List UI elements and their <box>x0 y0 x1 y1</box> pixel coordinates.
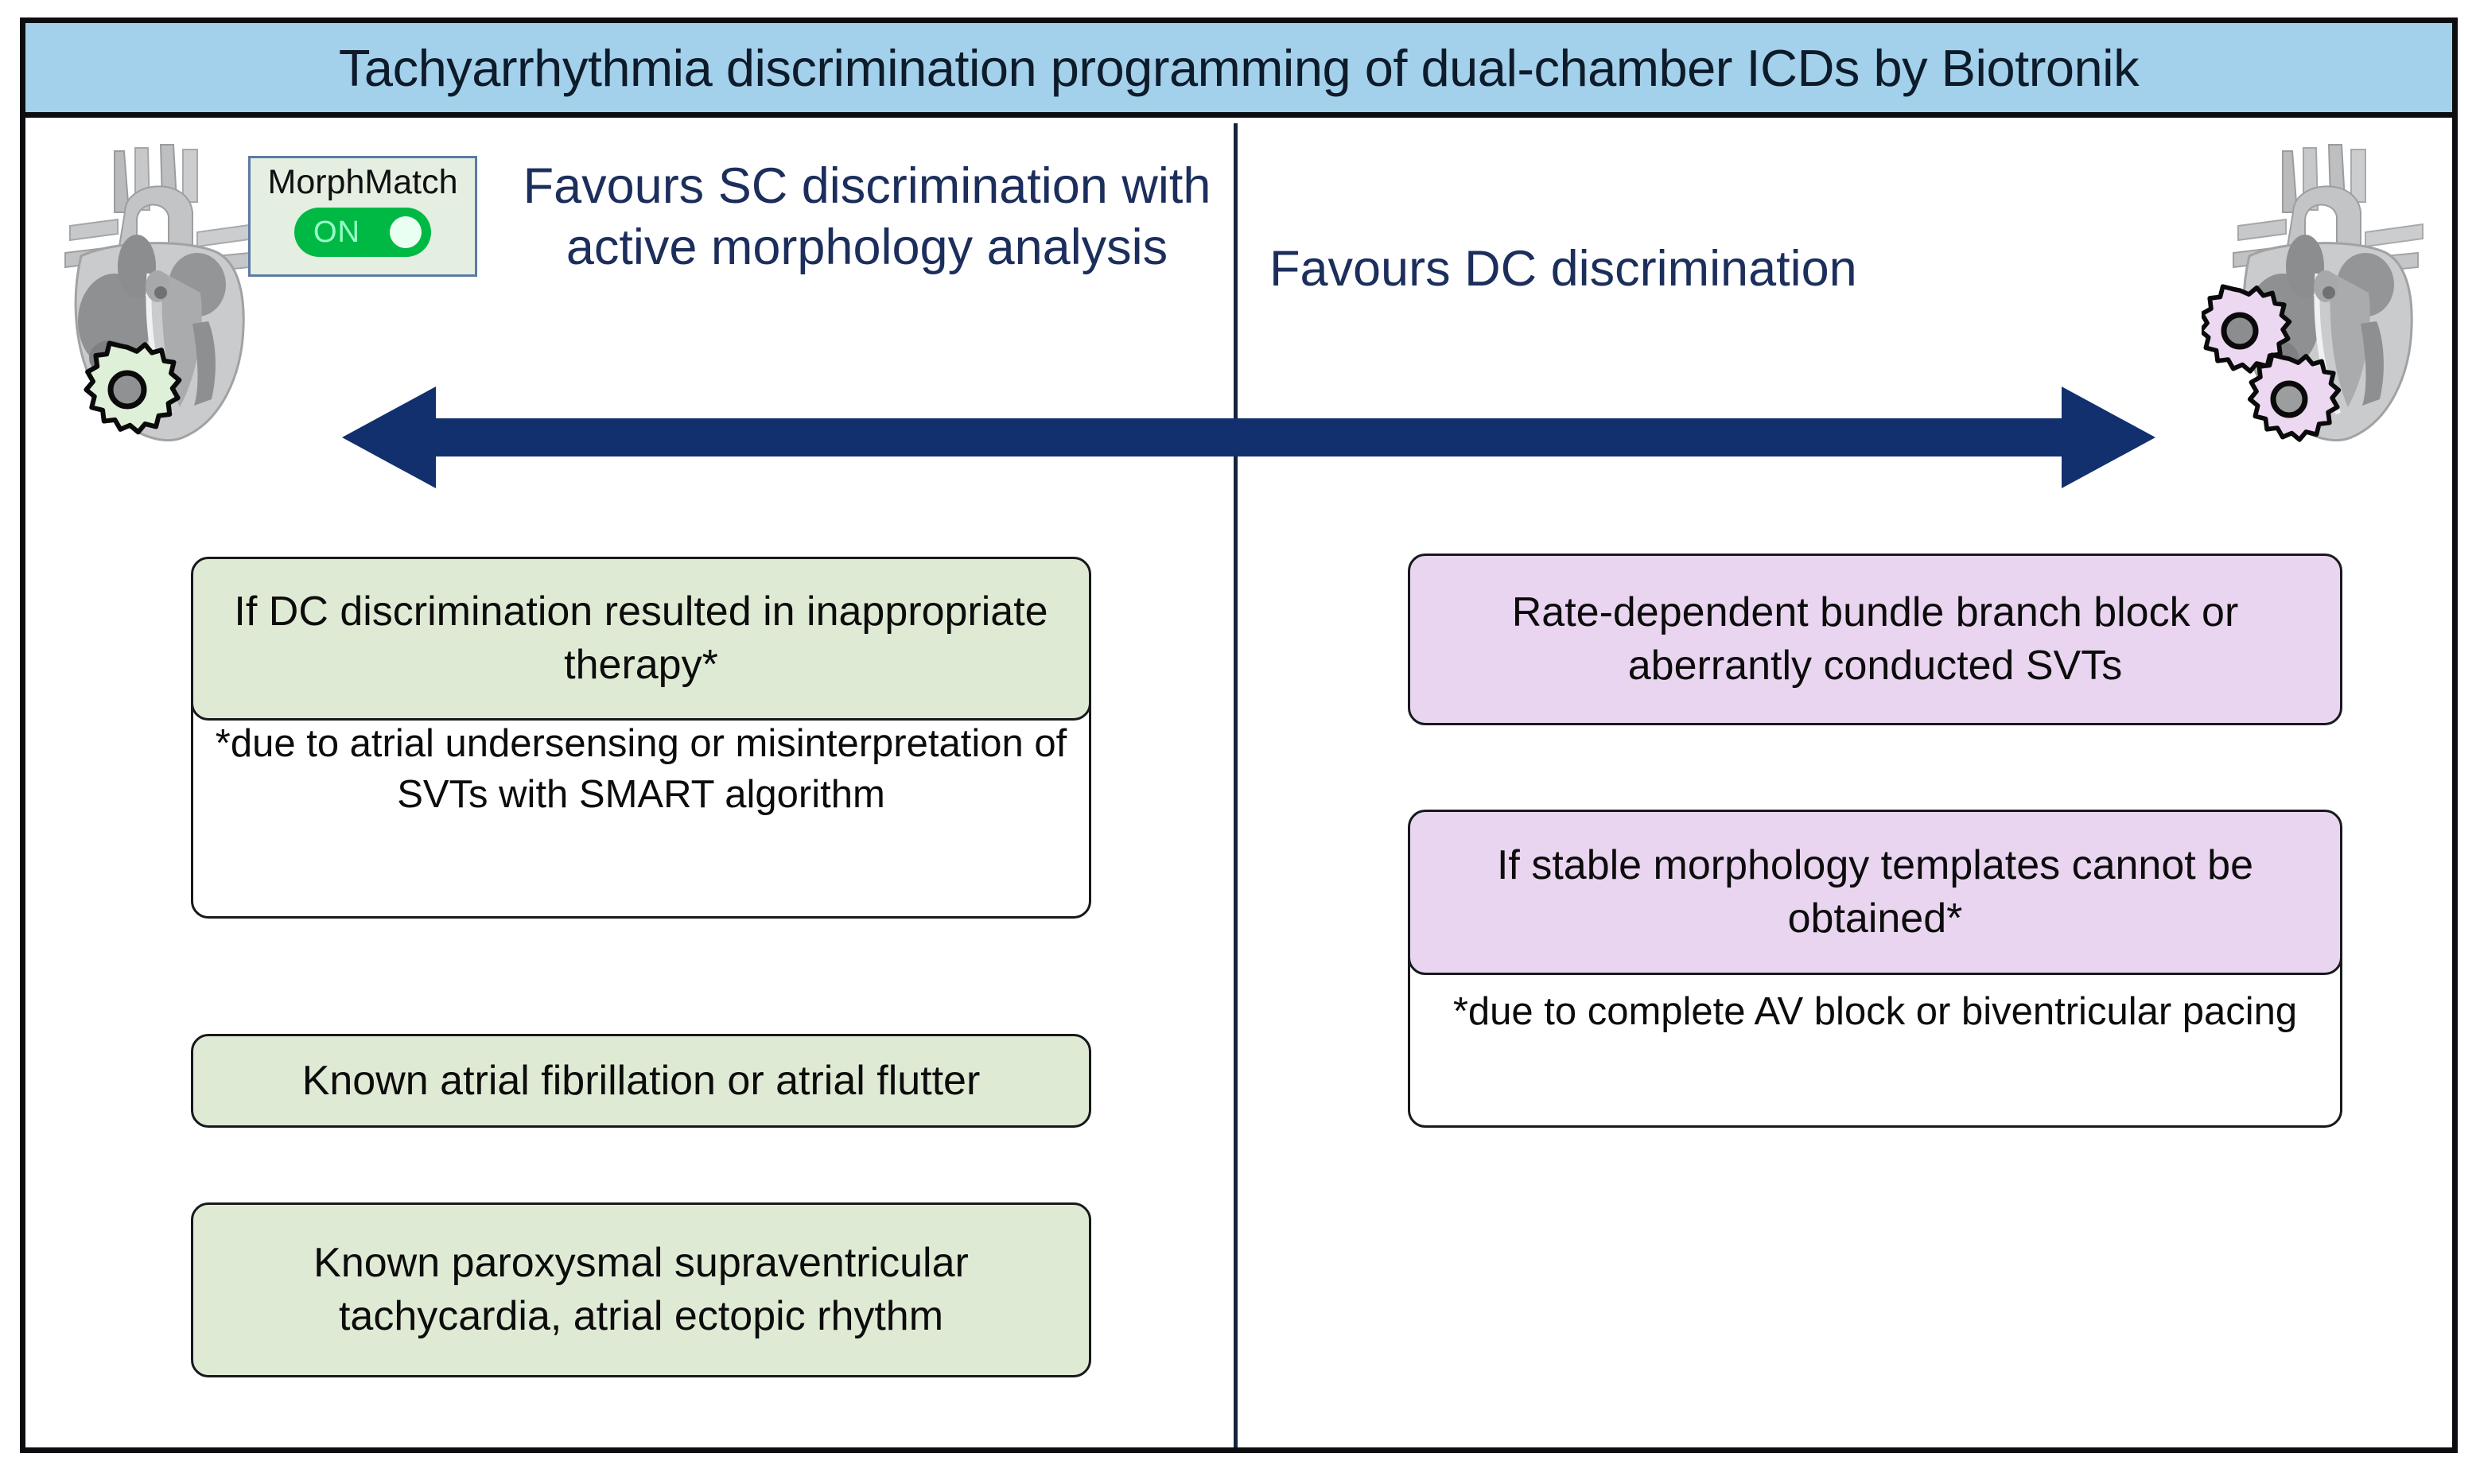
toggle-knob[interactable] <box>390 216 422 249</box>
gear-icon <box>2247 352 2342 442</box>
gear-icon <box>2202 284 2292 374</box>
right-axis-heading: Favours DC discrimination <box>1269 241 1857 297</box>
column-divider <box>1234 123 1238 1447</box>
left-item-1[interactable]: If DC discrimination resulted in inappro… <box>191 557 1091 721</box>
gear-icon <box>84 340 182 435</box>
left-item-3[interactable]: Known paroxysmal supraventricular tachyc… <box>191 1202 1091 1377</box>
right-item-1-label: Rate-dependent bundle branch block or ab… <box>1511 589 2239 689</box>
right-item-2-label: If stable morphology templates cannot be… <box>1496 842 2253 942</box>
right-item-1[interactable]: Rate-dependent bundle branch block or ab… <box>1408 554 2342 725</box>
header-band: Tachyarrhythmia discrimination programmi… <box>25 23 2452 118</box>
left-axis-heading: Favours SC discrimination with active mo… <box>523 158 1211 275</box>
left-item-1-label: If DC discrimination resulted in inappro… <box>234 589 1048 688</box>
morphmatch-panel[interactable]: MorphMatch ON <box>248 156 477 277</box>
morphmatch-toggle[interactable]: ON <box>294 208 431 258</box>
right-item-2[interactable]: If stable morphology templates cannot be… <box>1408 810 2342 975</box>
page-title: Tachyarrhythmia discrimination programmi… <box>338 38 2140 97</box>
bidirectional-arrow <box>342 387 2155 488</box>
footnote-text: *due to complete AV block or biventricul… <box>1452 990 2298 1034</box>
left-item-3-label: Known paroxysmal supraventricular tachyc… <box>313 1240 969 1339</box>
heart-with-one-gear-icon <box>41 137 280 455</box>
left-item-2-label: Known atrial fibrillation or atrial flut… <box>301 1057 981 1104</box>
heart-with-two-gears-icon <box>2202 137 2448 455</box>
morphmatch-label: MorphMatch <box>267 163 458 201</box>
toggle-state-label: ON <box>313 216 360 250</box>
left-item-2[interactable]: Known atrial fibrillation or atrial flut… <box>191 1034 1091 1128</box>
footnote-text: *due to atrial undersensing or misinterp… <box>215 721 1067 816</box>
